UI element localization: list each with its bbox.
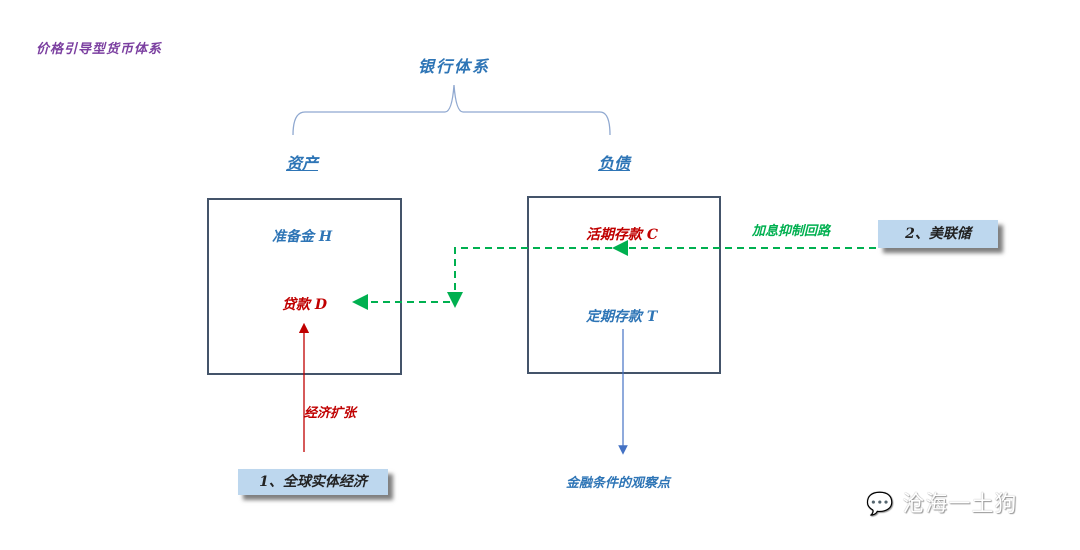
time-deposit-item: 定期存款 T — [586, 309, 658, 325]
fed-node: 2、美联储 — [878, 220, 998, 248]
loan-item: 贷款 D — [282, 297, 328, 313]
reserve-item: 准备金 H — [272, 229, 333, 245]
watermark-text: 沧海一土狗 — [902, 492, 1018, 517]
rate-hike-path — [352, 247, 876, 310]
bank-brace — [292, 84, 611, 136]
assets-label: 资产 — [286, 154, 319, 173]
bank-system-label: 银行体系 — [418, 57, 491, 76]
liabilities-box — [527, 196, 721, 374]
liabilities-label: 负债 — [598, 154, 631, 173]
observation-point-label: 金融条件的观察点 — [566, 476, 671, 491]
diagram-title: 价格引导型货币体系 — [36, 42, 163, 57]
rate-hike-label: 加息抑制回路 — [752, 224, 831, 239]
watermark: 💬 沧海一土狗 — [866, 486, 1017, 518]
demand-deposit-item: 活期存款 C — [586, 227, 659, 243]
global-economy-node: 1、全球实体经济 — [238, 469, 388, 495]
wechat-icon: 💬 — [866, 492, 895, 517]
economic-expansion-label: 经济扩张 — [304, 406, 357, 421]
